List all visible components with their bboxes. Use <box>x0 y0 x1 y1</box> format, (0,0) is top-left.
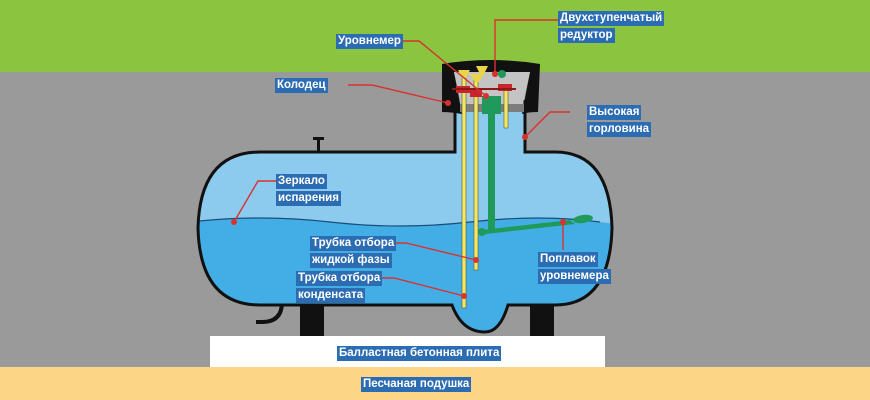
dot-level-gauge <box>483 93 489 99</box>
label-liquid-tube-line-1: Трубка отбора <box>310 236 397 251</box>
valve-3 <box>498 84 512 91</box>
float-arm <box>482 220 575 234</box>
tank-outline <box>196 100 614 334</box>
label-ballast-slab-text: Балластная бетонная плита <box>337 346 502 361</box>
leader-high-neck <box>524 111 570 138</box>
label-gauge-float: Поплавок уровнемера <box>538 252 611 286</box>
leader-well <box>348 84 449 104</box>
float-body <box>573 214 593 224</box>
level-gauge-dial-3 <box>476 66 488 74</box>
label-liquid-tube-line-2: жидкой фазы <box>310 253 392 268</box>
dot-high-neck <box>522 134 528 140</box>
dot-evaporation <box>231 219 237 225</box>
label-condensate-line-2: конденсата <box>296 288 366 303</box>
liquid-surface-line <box>198 217 601 227</box>
float-pivot <box>478 228 486 236</box>
label-condensate-tube: Трубка отбора конденсата <box>296 271 383 305</box>
label-ballast-slab: Балластная бетонная плита <box>337 346 502 363</box>
label-evaporation-line-2: испарения <box>276 191 341 206</box>
label-sand-cushion: Песчаная подушка <box>361 377 472 394</box>
label-well: Колодец <box>275 78 328 95</box>
leader-dots <box>231 71 566 299</box>
float-rod-vertical <box>488 112 495 230</box>
grass-layer <box>0 0 870 72</box>
valve-bar <box>452 88 516 90</box>
label-well-text: Колодец <box>275 78 328 93</box>
label-reducer-line-1: Двухступенчатый <box>558 11 665 26</box>
label-evaporation-mirror: Зеркало испарения <box>276 174 341 208</box>
dot-reducer <box>492 71 498 77</box>
dot-well <box>445 100 451 106</box>
well-housing <box>442 60 540 114</box>
label-float-line-2: уровнемера <box>538 269 611 284</box>
label-sand-cushion-text: Песчаная подушка <box>361 377 472 392</box>
reducer-green-knob <box>498 70 506 78</box>
top-vent-cap <box>313 137 324 140</box>
dot-liquid-tube <box>473 257 479 263</box>
liquid-phase-tube <box>473 79 479 271</box>
leader-level-gauge <box>397 40 487 97</box>
reducer-tube <box>503 87 509 129</box>
label-evaporation-line-1: Зеркало <box>276 174 327 189</box>
label-float-line-1: Поплавок <box>538 252 598 267</box>
label-high-neck: Высокая горловина <box>587 105 652 139</box>
float-rod-head <box>482 96 501 114</box>
dot-condensate <box>461 293 467 299</box>
label-high-neck-line-2: горловина <box>587 122 652 137</box>
label-level-gauge-text: Уровнемер <box>336 34 403 49</box>
label-liquid-phase-tube: Трубка отбора жидкой фазы <box>310 236 397 270</box>
top-vent <box>317 138 320 152</box>
label-level-gauge: Уровнемер <box>336 34 403 51</box>
valve-2 <box>470 90 482 97</box>
level-gauge-dial-2 <box>470 74 484 82</box>
label-reducer-line-2: редуктор <box>558 28 615 43</box>
label-high-neck-line-1: Высокая <box>587 105 642 120</box>
leader-evaporation <box>233 180 276 223</box>
dot-float <box>560 219 566 225</box>
leader-reducer <box>494 19 558 74</box>
label-condensate-line-1: Трубка отбора <box>296 271 383 286</box>
label-reducer: Двухступенчатый редуктор <box>558 11 665 45</box>
condensate-tube <box>461 75 467 309</box>
